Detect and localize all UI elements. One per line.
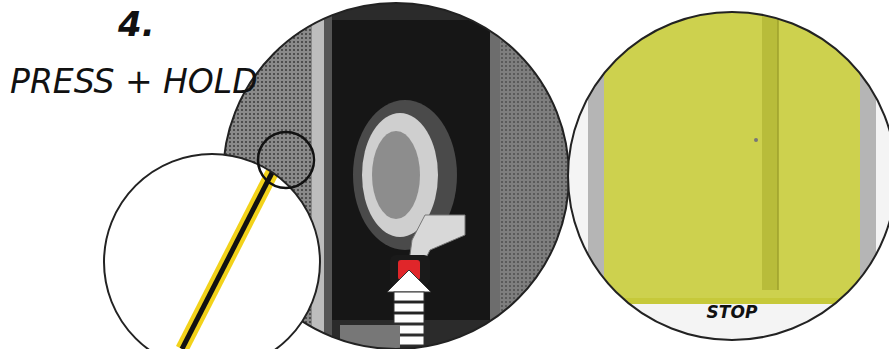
stop-label: STOP xyxy=(566,302,889,322)
pencil xyxy=(176,140,291,349)
circle-outline xyxy=(566,10,889,342)
result-circle: STOP xyxy=(566,10,889,342)
step-number: 4. xyxy=(118,4,155,44)
push-arrow xyxy=(387,270,431,292)
tip-highlight xyxy=(258,132,314,188)
instruction-text: PRESS + HOLD xyxy=(10,62,258,101)
